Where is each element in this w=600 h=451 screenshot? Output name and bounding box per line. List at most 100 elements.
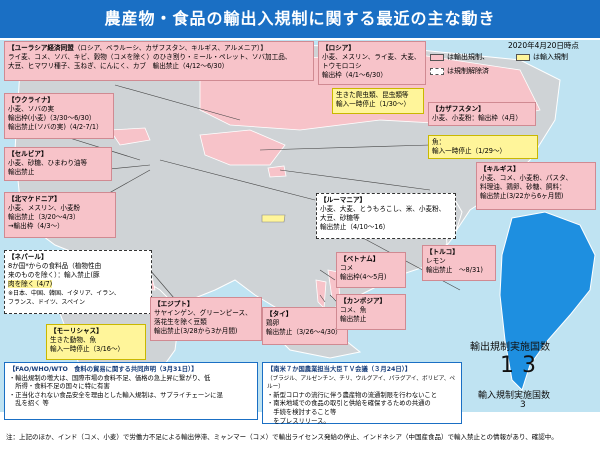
import-swatch xyxy=(516,53,530,61)
eaeu-sub: （ロシア、ベラルーシ、カザフスタン、キルギス、アルメニア）】 xyxy=(73,44,267,52)
north-macedonia-line2: 輸出禁止（3/20～4/3） xyxy=(8,213,80,221)
serbia-head: 【セルビア】 xyxy=(8,150,48,158)
south-america-landmass xyxy=(499,211,596,391)
cambodia-line1: コメ、魚 xyxy=(340,306,367,314)
kazakhstan-import-line2: 輸入一時停止（1/29～） xyxy=(432,147,507,155)
fao-head: 【FAO/WHO/WTO 食料の貿易に関する共同声明（3月31日）】 xyxy=(9,366,198,373)
eaeu-box: 【ユーラシア経済同盟（ロシア、ベラルーシ、カザフスタン、キルギス、アルメニア）】… xyxy=(4,41,314,81)
egypt-line2: 落花生を除く豆類 xyxy=(154,318,207,326)
footer-note: 注：上記のほか、インド（コメ、小麦）で労働力不足による輸出停滞、ミャンマー（コメ… xyxy=(6,433,558,441)
serbia-line2: 輸出禁止 xyxy=(8,168,35,176)
kazakhstan-box: 【カザフスタン】 小麦、小麦粉：輸出枠（4月） xyxy=(428,102,536,126)
turkey-head: 【トルコ】 xyxy=(426,248,459,256)
kazakhstan-line1: 小麦、小麦粉：輸出枠（4月） xyxy=(432,114,522,122)
cambodia-head: 【カンボジア】 xyxy=(340,297,387,305)
vietnam-box: 【ベトナム】 コメ 輸出枠(4～5月) xyxy=(336,252,406,288)
thailand-line2: 輸出禁止（3/26～4/30） xyxy=(266,328,342,336)
nepal-region xyxy=(261,214,286,223)
egypt-box: 【エジプト】 サヤインゲン、グリーンピース、 落花生を除く豆類 輸出禁止(3/2… xyxy=(150,297,262,341)
russia-box: 【ロシア】 小麦、メスリン、ライ麦、大麦、トウモロコシ 輸出枠（4/1～6/30… xyxy=(318,41,426,85)
cambodia-box: 【カンボジア】 コメ、魚 輸出禁止 xyxy=(336,294,406,330)
kyrgyz-line1: 小麦、コメ、小麦粉、パスタ、 xyxy=(480,174,573,182)
ukraine-line2: 輸出枠(小麦)（3/30～6/30） xyxy=(8,114,96,122)
kyrgyz-line2: 料理油、鶏卵、砂糖、飼料： xyxy=(480,183,566,191)
russia-line2: 輸出枠（4/1～6/30） xyxy=(322,71,387,79)
vietnam-line2: 輸出枠(4～5月) xyxy=(340,273,387,281)
date-label: 2020年4月20日時点 xyxy=(508,41,579,50)
legend-lifted-label: は規制解除済 xyxy=(447,67,489,75)
fao-statement-box: 【FAO/WHO/WTO 食料の貿易に関する共同声明（3月31日）】 ・輸出規制… xyxy=(4,362,258,420)
eaeu-line2: 大豆、ヒマワリ種子、玉ねぎ、にんにく、カブ 輸出禁止（4/12～6/30） xyxy=(8,62,229,70)
mauritius-line1: 生きた動物、魚 xyxy=(50,336,97,344)
serbia-box: 【セルビア】 小麦、砂糖、ひまわり油等 輸出禁止 xyxy=(4,147,112,181)
romania-line1: 小麦、大麦、とうもろこし、米、小麦粉、 xyxy=(320,205,446,213)
page-title: 農産物・食品の輸出入規制に関する最近の主な動き xyxy=(0,0,600,38)
eaeu-line1: ライ麦、コメ、ソバ、キビ、穀物（コメを除く）のひき割り・ミール・ペレット、ソバ加… xyxy=(8,53,292,61)
mercosur-line4: をプレスリリース。 xyxy=(267,417,330,425)
north-macedonia-line1: 小麦、メスリン、小麦粉 xyxy=(8,204,81,212)
north-macedonia-box: 【北マケドニア】 小麦、メスリン、小麦粉 輸出禁止（3/20～4/3） →輸出枠… xyxy=(4,192,116,238)
ukraine-line3: 輸出禁止(ソバの実)（4/2-7/1） xyxy=(8,123,103,131)
mercosur-line1: ・新型コロナの流行に伴う農産物の流通制限を行わないこと xyxy=(267,391,438,399)
ukraine-region xyxy=(109,127,151,146)
nepal-line1: 8か国*からの食料品（植物性由 xyxy=(8,262,102,270)
russia-head: 【ロシア】 xyxy=(322,44,355,52)
export-swatch xyxy=(430,53,444,61)
vietnam-head: 【ベトナム】 xyxy=(340,255,380,263)
ukraine-line1: 小麦、ソバの実 xyxy=(8,105,55,113)
russia-import-box: 生きた爬虫類、昆虫類等 輸入一時停止（1/30～） xyxy=(332,88,424,114)
romania-head: 【ルーマニア】 xyxy=(320,196,367,204)
legend-export: は輸出規制、 xyxy=(430,52,489,62)
nepal-line5: フランス、ドイツ、スペイン xyxy=(8,299,85,306)
mercosur-line2: ・南米地域での食品の取引と供給を確保するための共通の xyxy=(267,400,431,408)
kazakhstan-region xyxy=(199,129,286,166)
eaeu-head: 【ユーラシア経済同盟 xyxy=(8,44,74,52)
kyrgyz-box: 【キルギス】 小麦、コメ、小麦粉、パスタ、 料理油、鶏卵、砂糖、飼料： 輸出禁止… xyxy=(476,162,596,210)
thailand-head: 【タイ】 xyxy=(266,310,293,318)
legend-import: は輸入規制 xyxy=(516,52,568,62)
kyrgyz-line3: 輸出禁止(3/22から6ヶ月間) xyxy=(480,192,564,200)
fao-line3: ・正当化されない食品安全を理由とした輸入規制は、サプライチェーンに混 xyxy=(9,391,223,399)
serbia-line1: 小麦、砂糖、ひまわり油等 xyxy=(8,159,88,167)
thailand-line1: 鶏卵 xyxy=(266,319,280,327)
kyrgyz-region xyxy=(267,165,287,178)
nepal-box: 【ネパール】 8か国*からの食料品（植物性由 来のものを除く）：輸入禁止(豚 肉… xyxy=(4,250,152,314)
nepal-head: 【ネパール】 xyxy=(8,253,48,261)
south-america-meeting-box: 【南米７か国農業担当大臣ＴＶ会議（３月24日）】 （ブラジル、アルゼンチン、チリ… xyxy=(262,362,462,425)
kazakhstan-import-line1: 魚： xyxy=(432,138,446,146)
romania-line2: 大豆、砂糖等 xyxy=(320,214,360,222)
egypt-head: 【エジプト】 xyxy=(154,300,194,308)
mauritius-box: 【モーリシャス】 生きた動物、魚 輸入一時停止（3/16～） xyxy=(46,324,146,360)
nepal-line4: ※日本、中国、韓国、イタリア、イラン、 xyxy=(8,290,120,297)
vietnam-line1: コメ xyxy=(340,264,354,272)
legend-import-label: は輸入規制 xyxy=(533,53,568,61)
mercosur-line3: 手続を検討すること等 xyxy=(267,408,337,416)
kazakhstan-head: 【カザフスタン】 xyxy=(432,105,485,113)
turkey-line1: レモン xyxy=(426,257,446,265)
turkey-box: 【トルコ】 レモン 輸出禁止 ～8/31) xyxy=(422,245,496,281)
north-macedonia-head: 【北マケドニア】 xyxy=(8,195,61,203)
mercosur-sub: （ブラジル、アルゼンチン、チリ、ウルグアイ、パラグアイ、ボリビア、ペルー） xyxy=(267,375,456,391)
legend: は輸出規制、 は輸入規制 は規制解除済 xyxy=(430,52,594,86)
thailand-box: 【タイ】 鶏卵 輸出禁止（3/26～4/30） xyxy=(262,307,348,345)
kazakhstan-import-box: 魚： 輸入一時停止（1/29～） xyxy=(428,135,538,159)
egypt-line1: サヤインゲン、グリーンピース、 xyxy=(154,309,252,317)
ukraine-box: 【ウクライナ】 小麦、ソバの実 輸出枠(小麦)（3/30～6/30） 輸出禁止(… xyxy=(4,93,114,139)
nepal-line3: 肉を除く (4/7) xyxy=(8,280,53,288)
import-count-label: 輸入規制実施国数 xyxy=(478,391,551,401)
romania-line3: 輸出禁止（4/10～16） xyxy=(320,223,390,231)
import-count-value: 3 xyxy=(520,400,526,410)
export-count-value: 13 xyxy=(500,353,544,378)
fao-line1: ・輸出規制の増大は、国際市場の食料不足、価格の急上昇に繋がり、低 xyxy=(9,374,211,382)
russia-line1: 小麦、メスリン、ライ麦、大麦、トウモロコシ xyxy=(322,53,421,70)
nepal-line2: 来のものを除く）：輸入禁止(豚 xyxy=(8,271,100,279)
legend-lifted: は規制解除済 xyxy=(430,66,489,76)
egypt-line3: 輸出禁止(3/28から3か月間) xyxy=(154,327,238,335)
fao-line2: 所得・食料不足の国々に特に有害 xyxy=(9,383,110,391)
fao-line4: 乱を招く 等 xyxy=(9,400,49,408)
cambodia-line2: 輸出禁止 xyxy=(340,315,367,323)
legend-export-label: は輸出規制、 xyxy=(447,53,489,61)
romania-box: 【ルーマニア】 小麦、大麦、とうもろこし、米、小麦粉、 大豆、砂糖等 輸出禁止（… xyxy=(316,193,456,239)
mauritius-line2: 輸入一時停止（3/16～） xyxy=(50,345,125,353)
russia-import-line2: 輸入一時停止（1/30～） xyxy=(336,100,411,108)
